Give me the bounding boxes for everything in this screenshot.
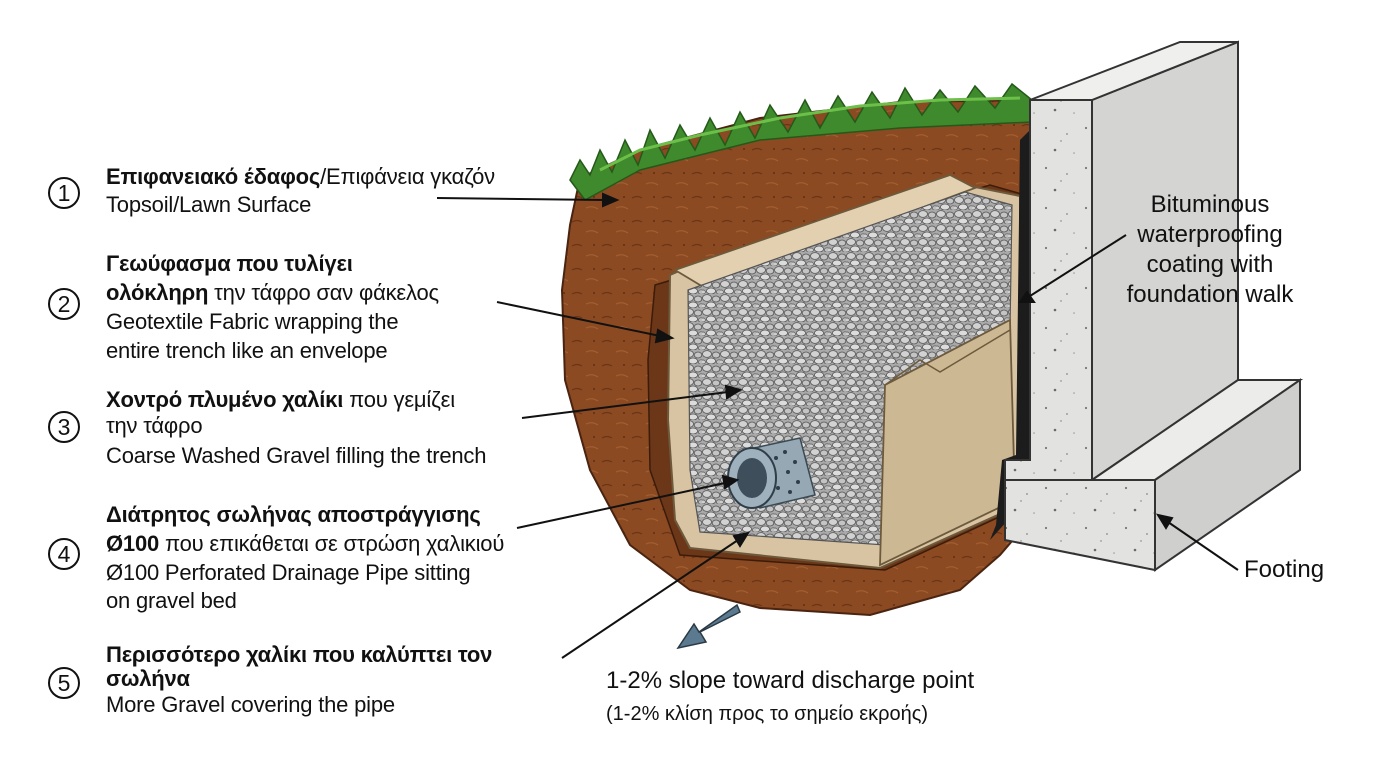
label-2-line-2: ολόκληρη την τάφρο σαν φάκελος xyxy=(106,280,439,305)
label-4-line-1: Διάτρητος σωλήνας αποστράγγισης xyxy=(106,502,481,527)
arrowhead-bituminous xyxy=(1018,290,1036,303)
label-1-line-1: Επιφανειακό έδαφος/Επιφάνεια γκαζόν xyxy=(106,164,495,189)
label-4-text: Διάτρητος σωλήνας αποστράγγισης Ø100 που… xyxy=(106,503,504,613)
label-4-line-2: Ø100 που επικάθεται σε στρώση χαλικιού xyxy=(106,531,505,556)
label-5-line-3: More Gravel covering the pipe xyxy=(106,692,395,717)
label-5-text: Περισσότερο χαλίκι που καλύπτει τον σωλή… xyxy=(106,643,492,717)
arrowhead-3 xyxy=(724,384,743,400)
label-4-line-3: Ø100 Perforated Drainage Pipe sitting xyxy=(106,560,471,585)
label-3-line-2: την τάφρο xyxy=(106,413,203,438)
slope-sub-label: (1-2% κλίση προς το σημείο εκροής) xyxy=(606,703,929,725)
bituminous-line-3: coating with xyxy=(1146,251,1274,278)
leader-bituminous xyxy=(1029,234,1127,297)
label-2-number: 2 xyxy=(48,288,80,320)
label-5-line-1: Περισσότερο χαλίκι που καλύπτει τον xyxy=(106,642,493,667)
label-3-line-3: Coarse Washed Gravel filling the trench xyxy=(106,443,487,468)
leader-5 xyxy=(561,539,739,659)
bituminous-label: Bituminous waterproofing coating with fo… xyxy=(1110,190,1310,310)
foundation-wall-top xyxy=(1029,41,1239,101)
label-3-text: Χοντρό πλυμένο χαλίκι που γεμίζει την τά… xyxy=(106,388,486,468)
bituminous-line-2: waterproofing xyxy=(1137,221,1283,248)
arrowhead-2 xyxy=(654,328,675,344)
bituminous-line-1: Bituminous xyxy=(1150,191,1270,218)
leader-3 xyxy=(521,391,729,419)
slope-main-label: 1-2% slope toward discharge point xyxy=(606,667,975,694)
label-2-line-1: Γεωύφασμα που τυλίγει xyxy=(106,251,353,276)
leader-4 xyxy=(516,482,726,529)
geotextile-fold xyxy=(884,329,1011,386)
footing-front xyxy=(1004,479,1156,572)
waterproofing-membrane xyxy=(990,128,1032,540)
leader-footing xyxy=(1167,521,1239,571)
label-2-line-3: Geotextile Fabric wrapping the xyxy=(106,309,399,334)
bituminous-line-4: foundation walk xyxy=(1126,281,1294,308)
grass-highlight xyxy=(599,96,1021,172)
label-4-number: 4 xyxy=(48,538,80,570)
label-4-line-4: on gravel bed xyxy=(106,588,237,613)
slope-arrow xyxy=(676,603,741,650)
footing-top xyxy=(1005,379,1304,481)
arrowhead-4 xyxy=(721,474,740,490)
arrowhead-footing xyxy=(1155,513,1174,530)
arrowhead-1 xyxy=(602,192,620,208)
geotextile-flap xyxy=(672,174,978,289)
label-1-number: 1 xyxy=(48,177,80,209)
label-5-line-2: σωλήνα xyxy=(106,666,190,691)
label-2-line-4: entire trench like an envelope xyxy=(106,338,388,363)
label-3-line-1: Χοντρό πλυμένο χαλίκι που γεμίζει xyxy=(106,387,455,412)
leader-1 xyxy=(436,197,606,201)
label-5-number: 5 xyxy=(48,667,80,699)
label-1-text: Επιφανειακό έδαφος/Επιφάνεια γκαζόν Tops… xyxy=(106,165,495,217)
label-2-text: Γεωύφασμα που τυλίγει ολόκληρη την τάφρο… xyxy=(106,252,439,363)
footing-label: Footing xyxy=(1244,556,1325,583)
label-3-number: 3 xyxy=(48,411,80,443)
arrowhead-5 xyxy=(732,531,751,548)
footing-side xyxy=(1154,378,1301,572)
label-1-line-2: Topsoil/Lawn Surface xyxy=(106,192,312,217)
leader-2 xyxy=(496,301,661,337)
